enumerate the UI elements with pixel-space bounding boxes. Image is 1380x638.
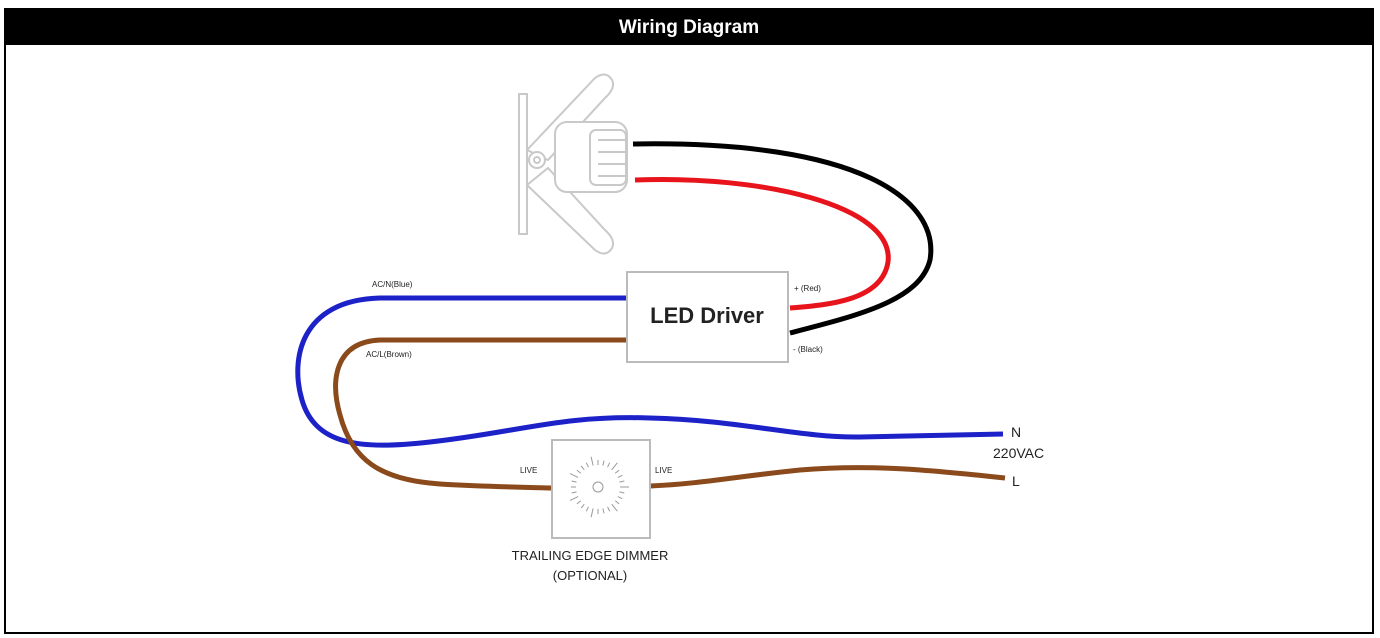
dial-tick xyxy=(619,491,625,494)
live-supply-label: L xyxy=(1012,473,1020,489)
dial-tick xyxy=(569,496,579,501)
dial-tick xyxy=(617,474,623,478)
brown-wire xyxy=(333,337,627,491)
dial-tick xyxy=(580,465,585,471)
dial-tick xyxy=(571,491,577,494)
dial-tick xyxy=(602,508,605,514)
dial-tick xyxy=(569,473,579,478)
dial-tick xyxy=(576,500,582,505)
dial-tick xyxy=(571,480,577,483)
ac-n-label: AC/N(Blue) xyxy=(372,280,413,289)
led-driver-label: LED Driver xyxy=(650,303,764,328)
dial-tick xyxy=(614,469,620,474)
dimmer-live-right-label: LIVE xyxy=(655,466,672,475)
dial-tick xyxy=(611,462,618,471)
dimmer-icon xyxy=(551,439,651,539)
led-driver-box xyxy=(626,271,789,363)
ac-l-label: AC/L(Brown) xyxy=(366,350,412,359)
dial-tick xyxy=(607,506,611,512)
dial-tick xyxy=(614,500,620,505)
dial-tick xyxy=(576,469,582,474)
black-wire xyxy=(632,141,934,336)
led-fitting-icon xyxy=(518,73,628,255)
dial-tick xyxy=(607,462,611,468)
diagram-title: Wiring Diagram xyxy=(6,10,1372,45)
dimmer-live-left-label: LIVE xyxy=(520,466,537,475)
dial-tick xyxy=(619,480,625,483)
dimmer-label-line1: TRAILING EDGE DIMMER xyxy=(512,548,669,563)
plus-red-label: + (Red) xyxy=(794,284,821,293)
dimmer-label-line2: (OPTIONAL) xyxy=(553,568,627,583)
voltage-label: 220VAC xyxy=(993,445,1044,461)
brown-wire-live-out xyxy=(649,465,1006,489)
dial-tick xyxy=(585,462,589,468)
dial-tick xyxy=(602,460,605,466)
dial-tick xyxy=(590,508,594,518)
dial-tick xyxy=(585,506,589,512)
minus-black-label: - (Black) xyxy=(793,345,823,354)
dial-tick xyxy=(611,503,618,512)
red-wire xyxy=(634,176,891,311)
neutral-label: N xyxy=(1011,424,1021,440)
dial-tick xyxy=(580,503,585,509)
dial-tick xyxy=(617,496,623,500)
blue-wire xyxy=(295,295,1004,448)
diagram-frame: Wiring Diagram xyxy=(4,8,1374,634)
dial-tick xyxy=(590,456,594,466)
